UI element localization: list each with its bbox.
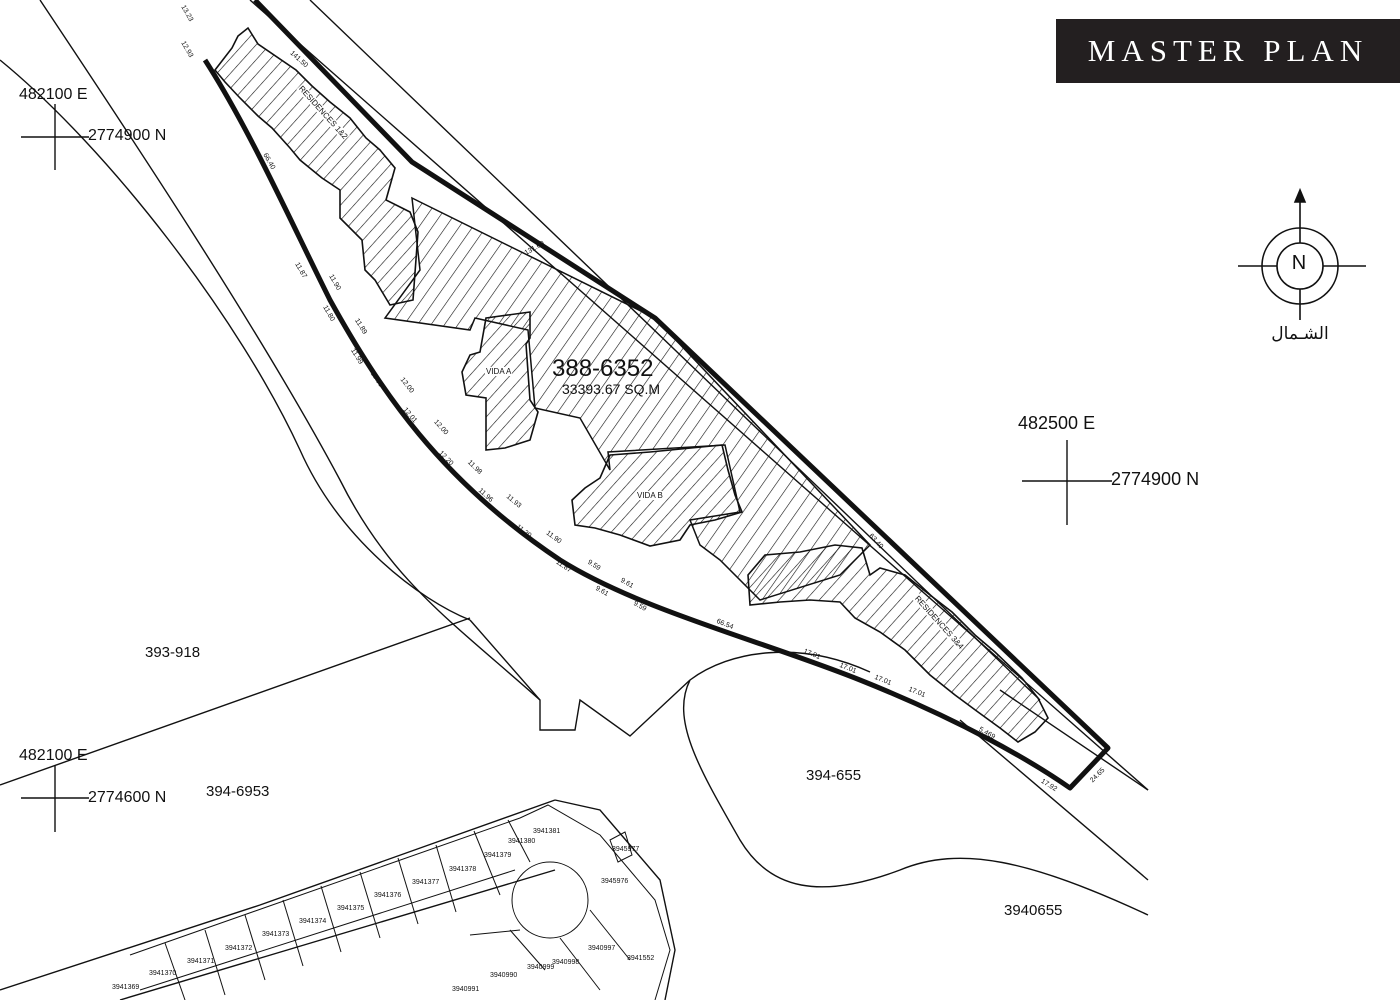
main-plot-hatch: [383, 196, 872, 601]
vida-b-label: VIDA B: [636, 491, 664, 500]
subplot-label: 3940990: [490, 972, 518, 979]
page-title: MASTER PLAN: [1087, 33, 1369, 68]
subplot-label: 3941381: [533, 828, 561, 835]
subplot-label: 3941552: [627, 955, 655, 962]
subplot-label: 3945977: [612, 846, 640, 853]
subplot-label: 3940997: [588, 945, 616, 952]
subplot-label: 3941374: [299, 918, 327, 925]
plot-boundary: [202, 0, 1111, 791]
vida-a-label: VIDA A: [485, 367, 513, 376]
vida-a-building: [461, 311, 539, 451]
coord-northing-2: 2774900 N: [1111, 469, 1200, 489]
coord-easting-2: 482500 E: [1018, 413, 1096, 433]
subdivision-plots: [129, 804, 671, 1000]
coord-northing-3: 2774600 N: [88, 789, 167, 806]
subplot-label: 3941369: [112, 984, 140, 991]
parcel-label-394-655: 394-655: [806, 767, 862, 784]
north-arabic-label: الشـمال: [1271, 324, 1329, 344]
residences-1-building: [213, 26, 419, 306]
subplot-label: 3945976: [601, 878, 629, 885]
north-letter: N: [1291, 252, 1307, 274]
subplot-label: 3941375: [337, 905, 365, 912]
parcel-label-394-6953: 394-6953: [206, 783, 270, 800]
subplot-label: 3941372: [225, 945, 253, 952]
title-banner: MASTER PLAN: [1056, 19, 1400, 83]
subplot-label: 3941370: [149, 970, 177, 977]
subplot-label: 3940998: [552, 959, 580, 966]
main-plot: [213, 26, 1049, 743]
coord-northing-1: 2774900 N: [88, 127, 167, 144]
subplot-label: 3940999: [527, 964, 555, 971]
coordinate-crosshairs: [21, 104, 1112, 832]
subplot-label: 3941376: [374, 892, 402, 899]
subplot-label: 3941371: [187, 958, 215, 965]
coord-easting-1: 482100 E: [19, 86, 88, 103]
residences-2-building: [747, 544, 1049, 743]
subplot-label: 3941377: [412, 879, 440, 886]
parcel-label-393-918: 393-918: [145, 644, 201, 661]
subplot-label: 3941373: [262, 931, 290, 938]
subplot-label: 3940991: [452, 986, 480, 993]
subplot-label: 3941380: [508, 838, 536, 845]
main-plot-area: 33393.67 SQ.M: [562, 381, 661, 397]
parcel-label-3940655: 3940655: [1004, 902, 1063, 919]
subplot-label: 3941379: [484, 852, 512, 859]
main-plot-id: 388-6352: [552, 355, 654, 382]
north-arrow-icon: [1238, 187, 1366, 320]
coord-easting-3: 482100 E: [19, 747, 88, 764]
subplot-label: 3941378: [449, 866, 477, 873]
